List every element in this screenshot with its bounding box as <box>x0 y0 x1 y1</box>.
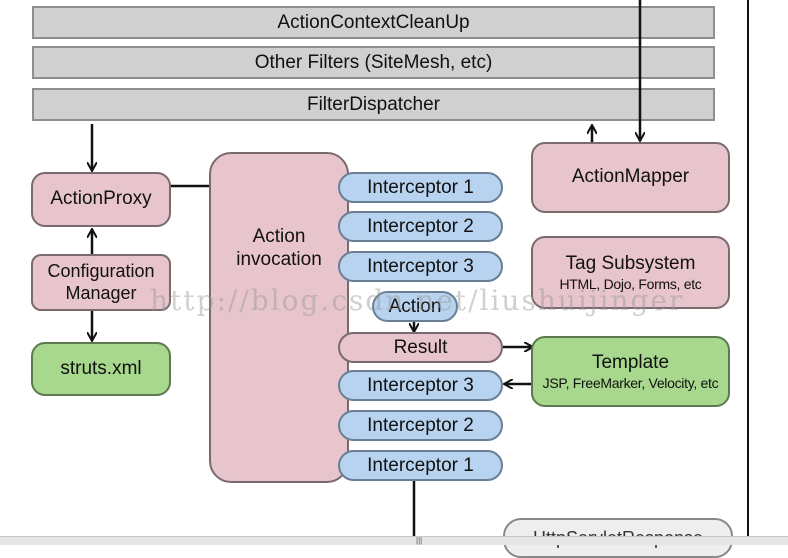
interceptor-1-top: Interceptor 1 <box>338 172 503 203</box>
template-box: Template JSP, FreeMarker, Velocity, etc <box>531 336 730 407</box>
filter-other-filters: Other Filters (SiteMesh, etc) <box>32 46 715 79</box>
filter-dispatcher: FilterDispatcher <box>32 88 715 121</box>
filter-other-label: Other Filters (SiteMesh, etc) <box>254 51 493 73</box>
watermark-text: http://blog.csdn.net/liushuijinger <box>150 284 685 317</box>
template-sub: JSP, FreeMarker, Velocity, etc <box>542 374 719 391</box>
interceptor-2-top-label: Interceptor 2 <box>367 215 474 237</box>
action-mapper-box: ActionMapper <box>531 142 730 213</box>
scroll-grip-icon[interactable]: ||| <box>416 536 423 545</box>
interceptor-2-bottom-label: Interceptor 2 <box>367 414 474 436</box>
result-pill-label: Result <box>393 336 448 358</box>
filter-action-context-cleanup: ActionContextCleanUp <box>32 6 715 39</box>
interceptor-1-bottom: Interceptor 1 <box>338 450 503 481</box>
config-label-line1: Configuration <box>47 260 155 281</box>
tag-subsystem-title: Tag Subsystem <box>565 252 696 274</box>
interceptor-3-bottom-label: Interceptor 3 <box>367 374 474 396</box>
interceptor-2-bottom: Interceptor 2 <box>338 410 503 441</box>
filter-cleanup-label: ActionContextCleanUp <box>277 11 470 33</box>
invocation-label-line2: invocation <box>236 248 322 270</box>
struts-xml-box: struts.xml <box>31 342 171 396</box>
tag-subsystem-box: Tag Subsystem HTML, Dojo, Forms, etc <box>531 236 730 309</box>
configuration-manager-box: Configuration Manager <box>31 254 171 311</box>
tag-subsystem-sub: HTML, Dojo, Forms, etc <box>559 275 702 292</box>
template-title: Template <box>591 351 670 373</box>
action-proxy-label: ActionProxy <box>50 188 152 210</box>
action-pill-label: Action <box>388 295 442 317</box>
interceptor-3-bottom: Interceptor 3 <box>338 370 503 401</box>
interceptor-1-bottom-label: Interceptor 1 <box>367 454 474 476</box>
interceptor-2-top: Interceptor 2 <box>338 211 503 242</box>
interceptor-1-top-label: Interceptor 1 <box>367 176 474 198</box>
action-proxy-box: ActionProxy <box>31 172 171 227</box>
result-pill: Result <box>338 332 503 363</box>
horizontal-scrollbar[interactable]: ||| <box>0 536 788 545</box>
interceptor-3-top-label: Interceptor 3 <box>367 255 474 277</box>
action-pill: Action <box>372 291 458 322</box>
invocation-label-line1: Action <box>252 226 306 247</box>
struts-xml-label: struts.xml <box>60 357 142 379</box>
action-invocation-box: Action invocation <box>209 152 349 483</box>
architecture-diagram: ActionContextCleanUp Other Filters (Site… <box>31 0 749 558</box>
action-mapper-label: ActionMapper <box>571 166 690 188</box>
filter-dispatcher-label: FilterDispatcher <box>306 93 441 115</box>
interceptor-3-top: Interceptor 3 <box>338 251 503 282</box>
config-label-line2: Manager <box>65 282 137 303</box>
